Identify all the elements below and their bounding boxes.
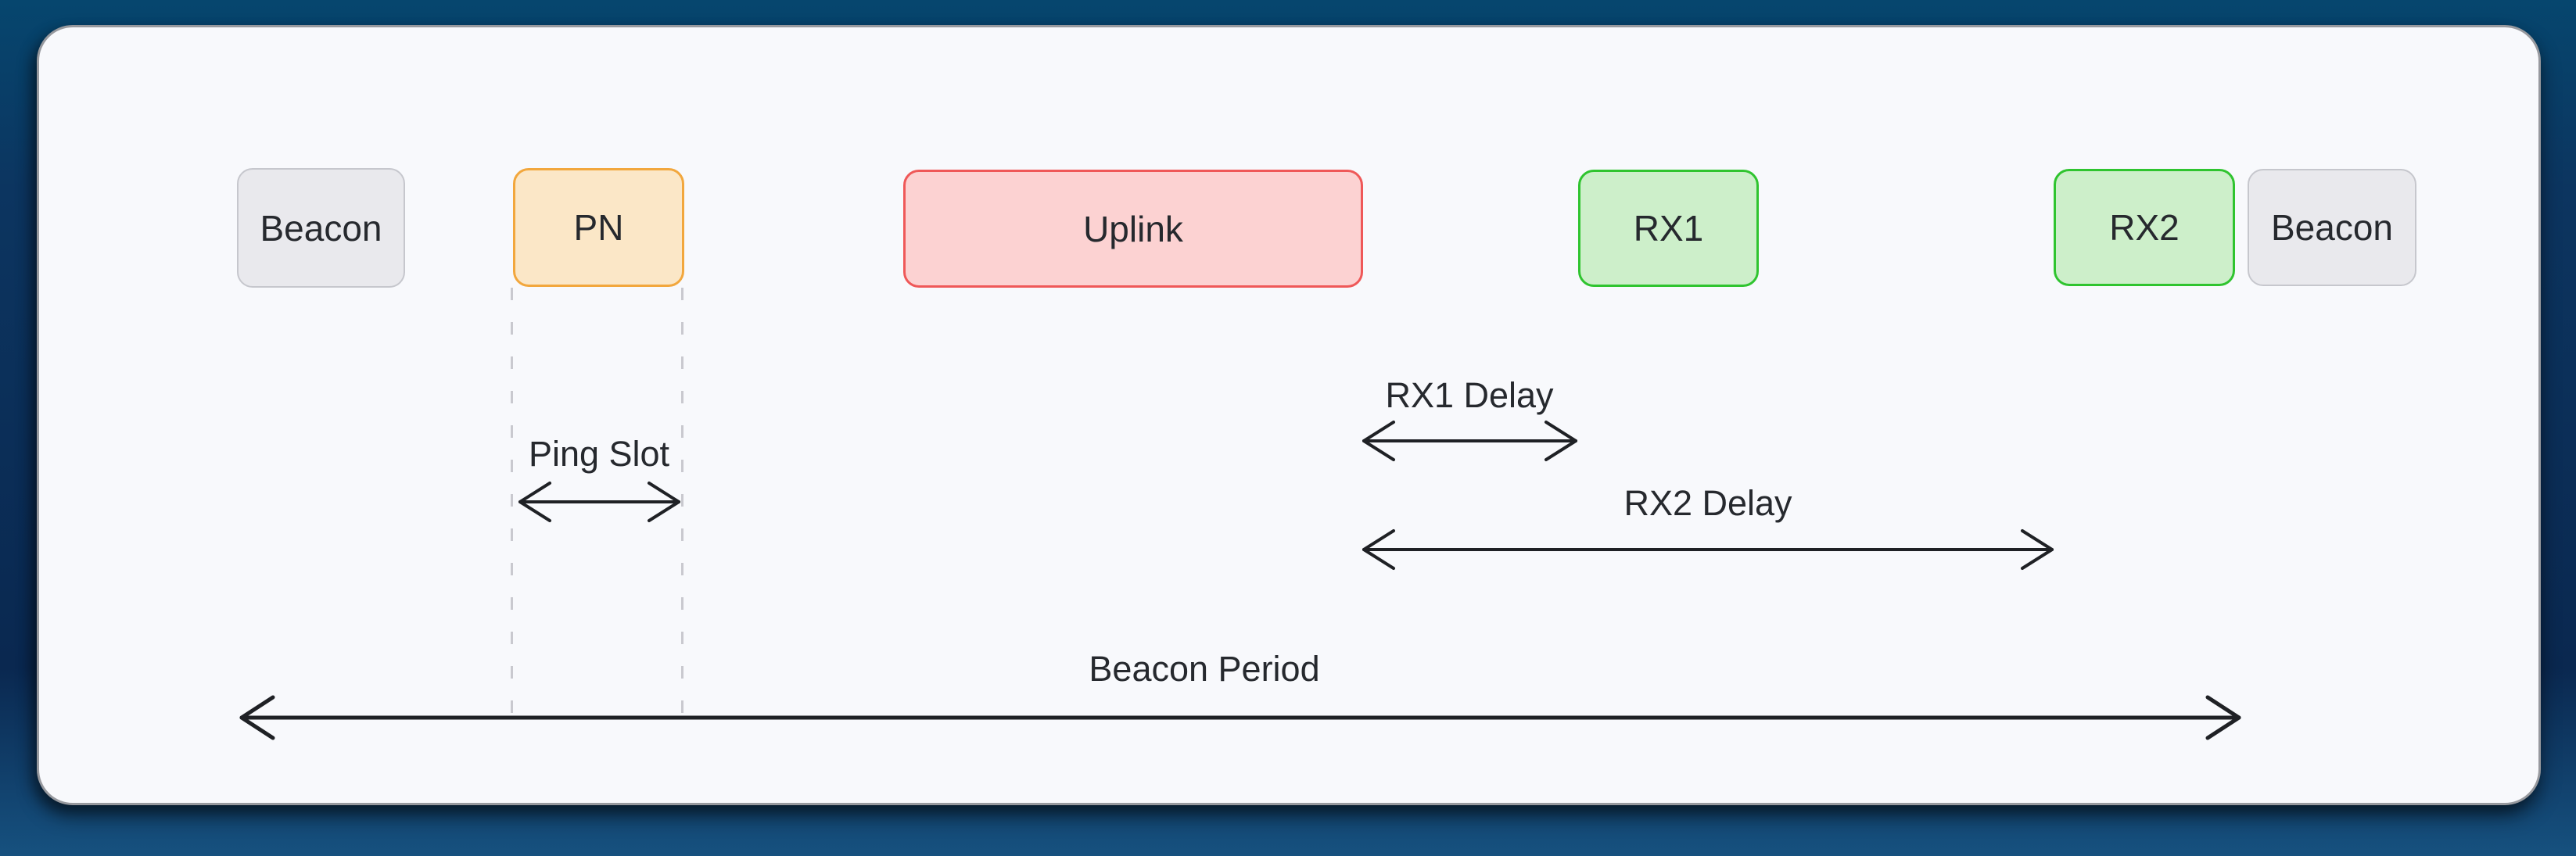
beacon-period-label: Beacon Period (1089, 649, 1320, 689)
node-rx2: RX2 (2054, 169, 2235, 286)
node-beacon-start: Beacon (237, 168, 405, 288)
node-rx1: RX1 (1578, 170, 1759, 287)
rx1-delay-arrow (1362, 421, 1577, 461)
rx1-delay-label: RX1 Delay (1385, 375, 1554, 415)
ping-slot-arrow (518, 482, 680, 522)
ping-slot-guide-left (511, 288, 513, 718)
rx2-delay-label: RX2 Delay (1623, 483, 1792, 523)
node-pn: PN (513, 168, 684, 287)
node-uplink: Uplink (903, 170, 1363, 288)
ping-slot-guide-right (681, 288, 683, 718)
diagram-card: Beacon PN Uplink RX1 RX2 Beacon Ping Slo… (37, 25, 2541, 805)
beacon-period-arrow (239, 695, 2241, 740)
ping-slot-label: Ping Slot (528, 434, 670, 474)
node-beacon-end: Beacon (2248, 169, 2416, 286)
rx2-delay-arrow (1362, 529, 2054, 570)
